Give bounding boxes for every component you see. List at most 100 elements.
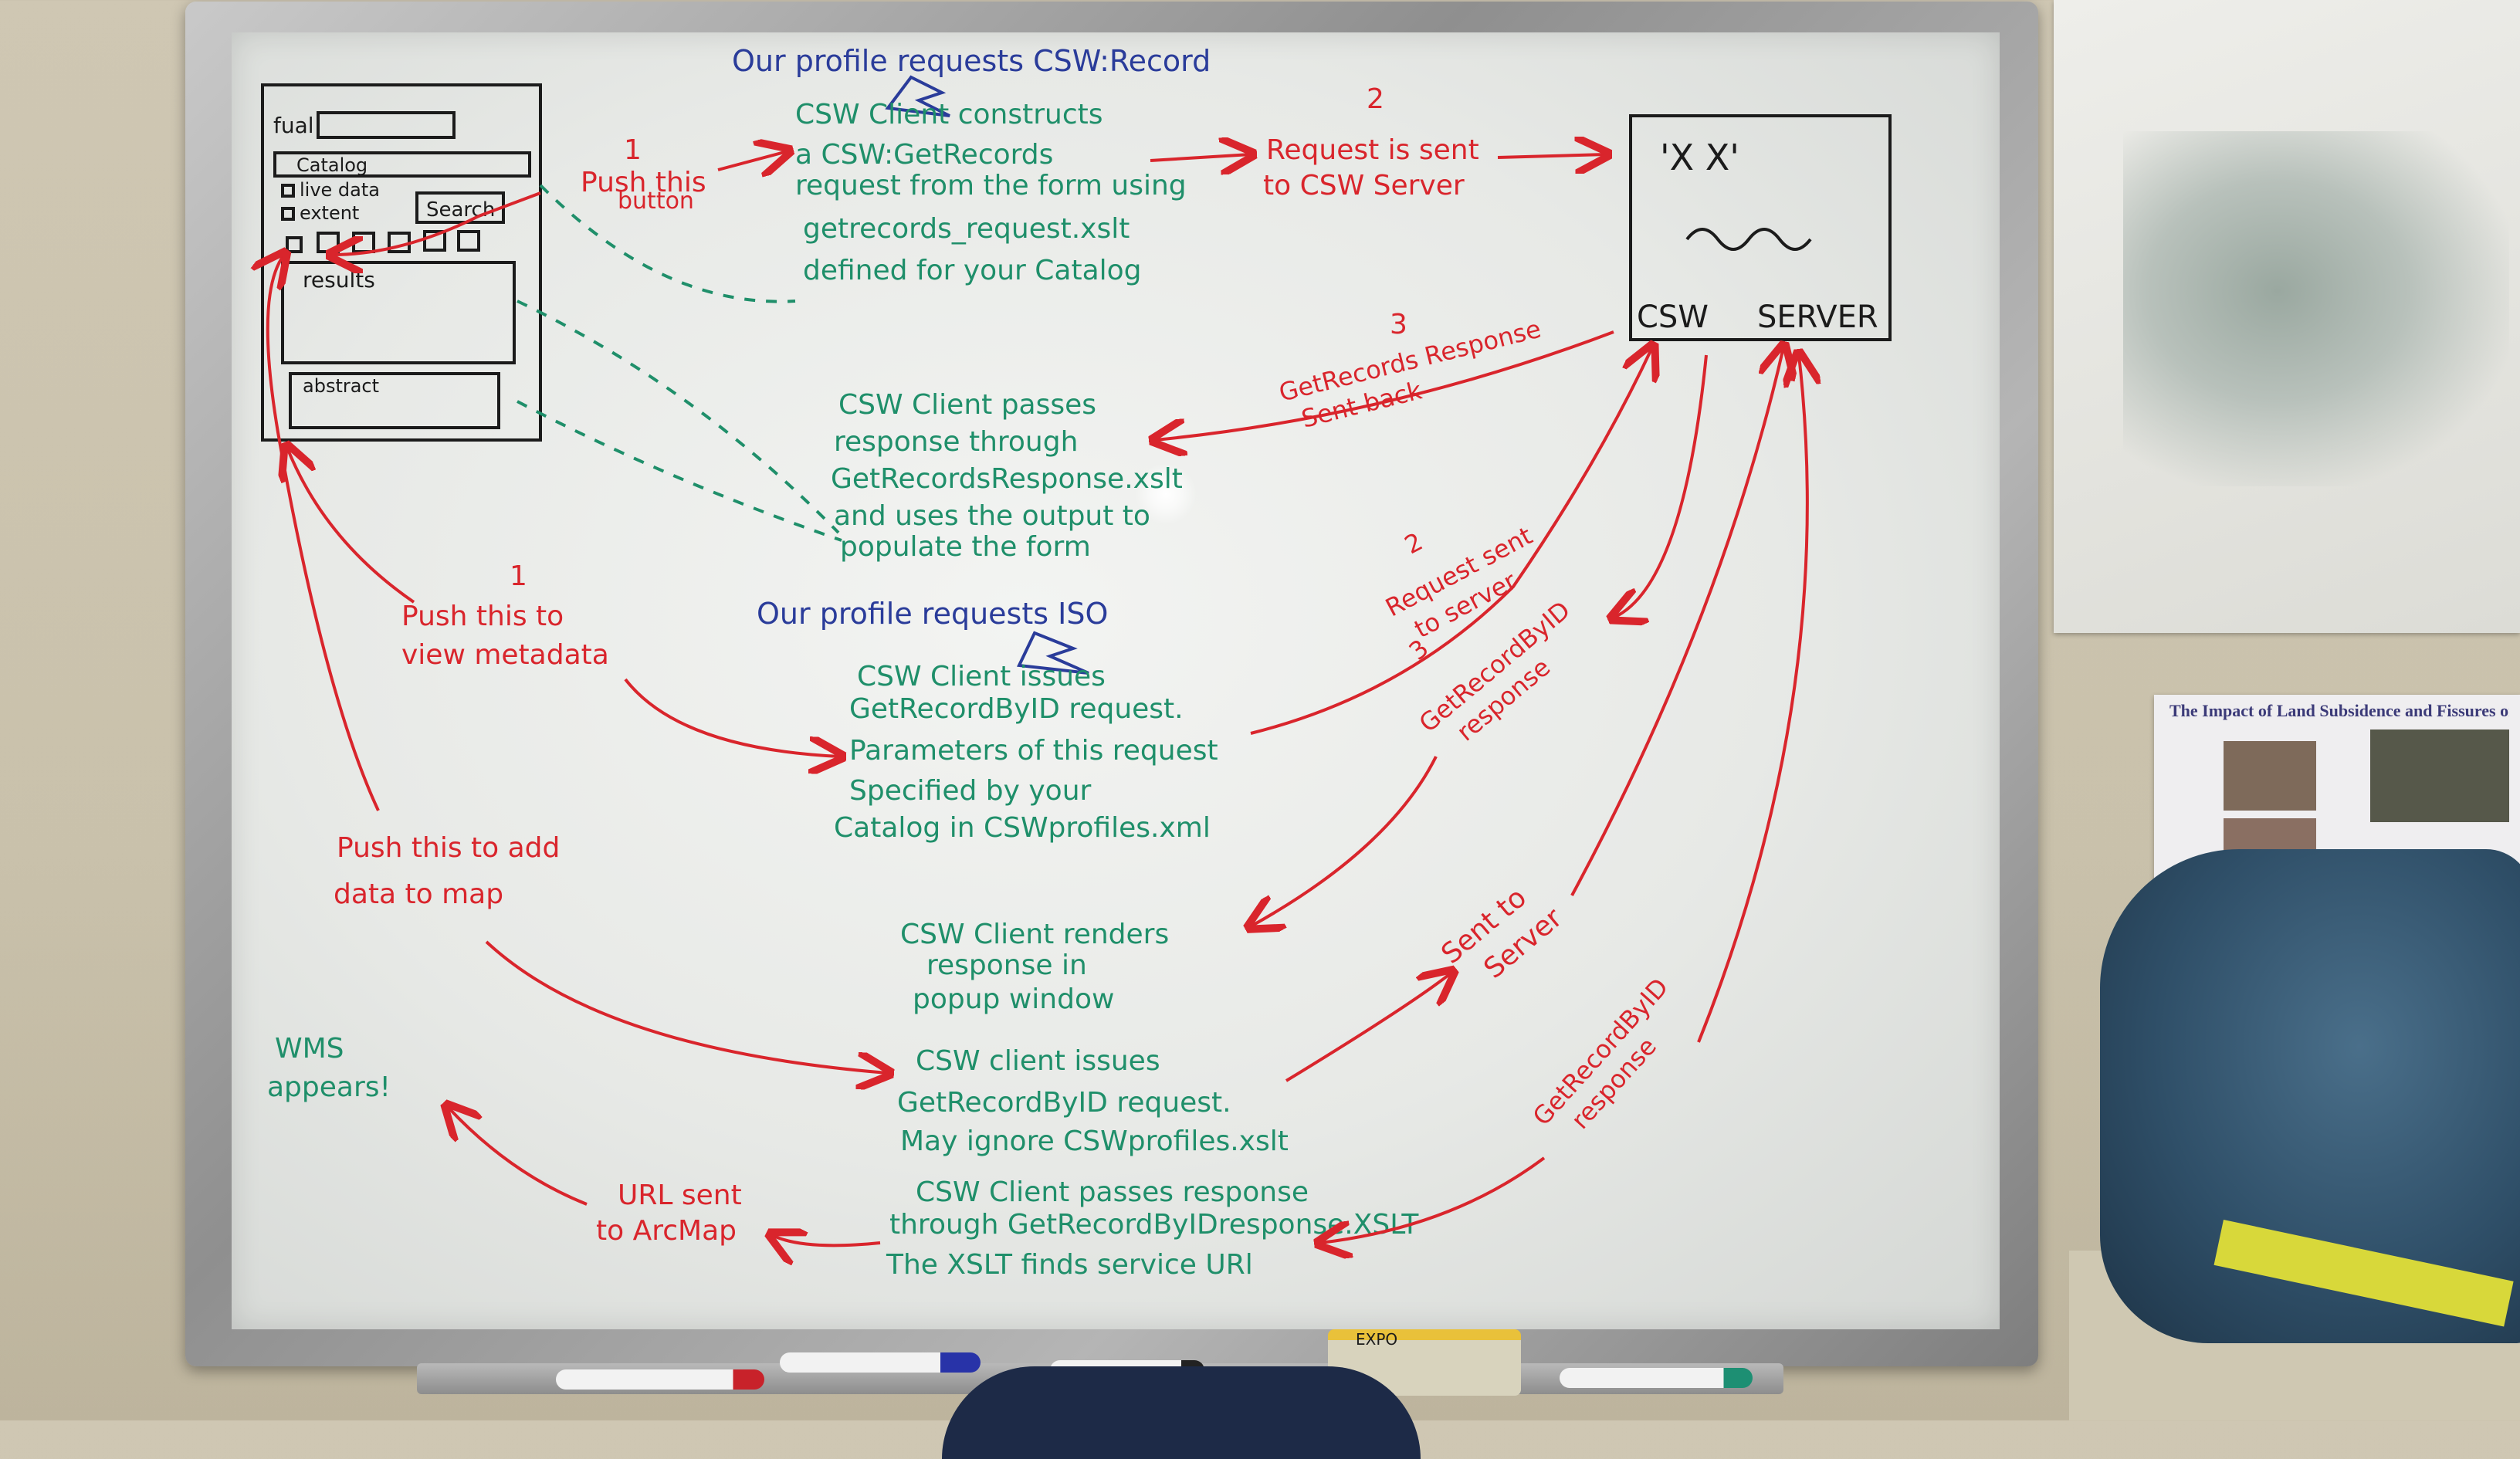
down-arrow-icon — [1016, 631, 1089, 675]
svg-text:response through: response through — [834, 426, 1078, 458]
svg-text:GetRecordsResponse.xslt: GetRecordsResponse.xslt — [831, 463, 1183, 495]
svg-text:May ignore CSWprofiles.xslt: May ignore CSWprofiles.xslt — [900, 1126, 1289, 1157]
step-number: 3 — [1390, 309, 1407, 340]
text-field-sketch — [317, 111, 456, 139]
red-marker — [556, 1369, 764, 1390]
note-issues2: CSW client issues GetRecordByID request.… — [897, 1045, 1289, 1157]
arrow — [624, 678, 840, 757]
note-passes: CSW Client passes response through GetRe… — [831, 389, 1183, 563]
step-number: 1 — [510, 560, 527, 592]
svg-text:CSW Client renders: CSW Client renders — [900, 919, 1169, 950]
note-getrecords-response: GetRecords Response Sent back — [1276, 314, 1544, 434]
svg-text:defined for your Catalog: defined for your Catalog — [803, 255, 1142, 286]
server-label-server: SERVER — [1757, 300, 1878, 335]
form-abstract-label: abstract — [303, 375, 379, 397]
arrow — [1285, 973, 1451, 1082]
whiteboard-surface — [232, 32, 2000, 1329]
tool-icon-sketch — [286, 236, 303, 253]
form-field-label: fual — [273, 113, 314, 138]
arrow — [717, 151, 788, 170]
svg-text:appears!: appears! — [267, 1071, 391, 1103]
svg-text:request from the form using: request from the form using — [795, 170, 1187, 201]
form-results-label: results — [303, 267, 375, 293]
svg-text:WMS: WMS — [275, 1033, 344, 1065]
arrow — [268, 255, 380, 811]
svg-text:a CSW:GetRecords: a CSW:GetRecords — [795, 139, 1053, 171]
heading-csw-record: Our profile requests CSW:Record — [732, 44, 1211, 78]
eraser-label: EXPO — [1356, 1330, 1397, 1349]
svg-text:URL sent: URL sent — [618, 1180, 742, 1211]
wall-map-poster — [2054, 0, 2520, 633]
step-number: 2 — [1367, 83, 1384, 115]
results-box-sketch — [281, 261, 516, 364]
arrow — [1697, 355, 1807, 1043]
arrow — [1320, 1156, 1546, 1243]
arrow — [1570, 347, 1783, 896]
arrow — [1155, 330, 1614, 440]
svg-text:Catalog in CSWprofiles.xml: Catalog in CSWprofiles.xml — [834, 812, 1211, 844]
tool-icon-sketch — [317, 232, 340, 253]
note-getrecordbyid-response2: GetRecordByID response — [1527, 973, 1675, 1135]
poster-photo — [2224, 741, 2316, 811]
svg-text:GetRecordByID request.: GetRecordByID request. — [849, 693, 1184, 725]
checkbox-sketch — [281, 184, 295, 198]
svg-text:GetRecordByID request.: GetRecordByID request. — [897, 1087, 1231, 1119]
arrow — [1251, 756, 1438, 926]
poster-title: The Impact of Land Subsidence and Fissur… — [2169, 701, 2509, 720]
svg-text:through GetRecordByIDresponse.: through GetRecordByIDresponse.XSLT — [889, 1209, 1419, 1241]
svg-text:2: 2 — [1400, 526, 1428, 560]
svg-text:CSW Client issues: CSW Client issues — [857, 661, 1106, 692]
map-graphic — [2123, 131, 2509, 486]
step-number: 1 — [624, 134, 642, 166]
svg-text:response in: response in — [926, 950, 1087, 981]
green-marker — [1560, 1368, 1753, 1388]
checkbox-sketch — [281, 207, 295, 221]
note-sent-to-server: Sent to Server — [1435, 882, 1568, 985]
note-constructs: CSW Client constructs a CSW:GetRecords r… — [795, 99, 1187, 286]
arrow — [1614, 354, 1708, 618]
tool-icon-sketch — [352, 232, 375, 253]
tool-icon-sketch — [457, 230, 480, 252]
server-frown — [1685, 228, 1812, 251]
dropdown-sketch — [273, 151, 531, 178]
note-wms-appears: WMS appears! — [267, 1033, 391, 1103]
svg-text:and uses the output to: and uses the output to — [834, 500, 1150, 532]
note-passes2: CSW Client passes response through GetRe… — [886, 1176, 1419, 1281]
arrow — [1497, 154, 1606, 157]
svg-text:Parameters of this request: Parameters of this request — [849, 735, 1218, 767]
note-url-sent: URL sent to ArcMap — [596, 1180, 742, 1247]
svg-text:Push this to add: Push this to add — [337, 832, 560, 864]
note-issues-byid: CSW Client issues GetRecordByID request.… — [834, 661, 1218, 844]
svg-text:to CSW Server: to CSW Server — [1263, 170, 1465, 201]
form-checkbox-extent: extent — [300, 202, 359, 224]
svg-text:getrecords_request.xslt: getrecords_request.xslt — [803, 213, 1130, 245]
note-push-add: Push this to add data to map — [334, 832, 560, 910]
svg-text:Push this to: Push this to — [401, 601, 564, 632]
arrow — [485, 940, 888, 1073]
svg-text:CSW client issues: CSW client issues — [916, 1045, 1160, 1077]
svg-text:Push this: Push this — [581, 167, 706, 198]
svg-text:to ArcMap: to ArcMap — [596, 1215, 737, 1247]
note-push-metadata: Push this to view metadata — [401, 601, 609, 671]
red-flow-arrows — [268, 151, 1807, 1245]
form-dropdown-value: Catalog — [296, 154, 368, 176]
svg-text:view metadata: view metadata — [401, 639, 609, 671]
arrow — [1250, 347, 1652, 735]
server-label-csw: CSW — [1637, 300, 1709, 335]
svg-text:CSW Client passes response: CSW Client passes response — [916, 1176, 1309, 1208]
arrow — [287, 448, 415, 604]
svg-text:popup window: popup window — [913, 983, 1114, 1015]
heading-iso: Our profile requests ISO — [757, 597, 1108, 631]
down-arrow-icon — [885, 75, 950, 117]
arrow — [332, 191, 541, 255]
server-eyes: 'X X' — [1660, 137, 1739, 178]
svg-text:Request is sent: Request is sent — [1266, 134, 1479, 166]
tool-icon-sketch — [423, 230, 446, 252]
abstract-box-sketch — [289, 372, 500, 429]
svg-text:The XSLT finds service URl: The XSLT finds service URl — [886, 1249, 1253, 1281]
form-search-label: Search — [426, 198, 495, 222]
svg-text:populate the form: populate the form — [840, 531, 1091, 563]
form-checkbox-live: live data — [300, 179, 380, 201]
svg-text:Specified by your: Specified by your — [849, 775, 1092, 807]
poster-photo — [2370, 730, 2509, 822]
